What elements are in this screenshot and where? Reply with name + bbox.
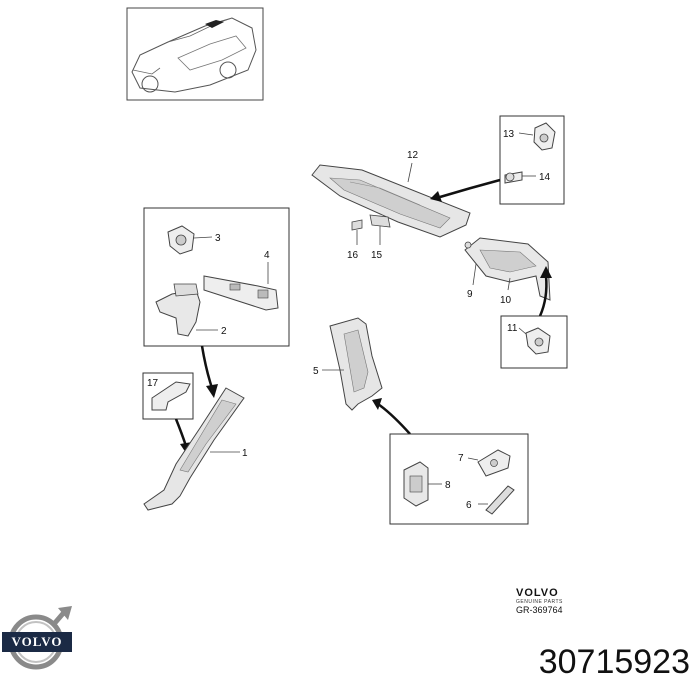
- callout-13: 13: [503, 129, 515, 140]
- callout-1: 1: [242, 448, 248, 459]
- callout-17: 17: [147, 378, 159, 389]
- callout-4: 4: [264, 250, 270, 261]
- callout-14: 14: [539, 172, 551, 183]
- arrow-17: [174, 418, 188, 447]
- detail-box-17: 17: [142, 372, 194, 420]
- detail-box-6-7-8: 7 8 6: [389, 433, 529, 525]
- panel-12: 12: [311, 150, 471, 238]
- pillar-trim-5: 5: [313, 317, 383, 411]
- arrow-head-12: [430, 191, 442, 202]
- arrow-head-1: [206, 384, 218, 398]
- part-number: 30715923: [538, 643, 690, 681]
- clips-15-16: 16 15: [347, 214, 391, 261]
- pillar-trim-1: 1: [143, 387, 248, 511]
- volvo-logo: VOLVO: [2, 606, 72, 670]
- callout-12: 12: [407, 150, 419, 161]
- diagram-reference: GR-369764: [516, 605, 563, 615]
- panel-9-10: 9 10: [464, 237, 551, 306]
- callout-6: 6: [466, 500, 472, 511]
- callout-15: 15: [371, 250, 383, 261]
- callout-3: 3: [215, 233, 221, 244]
- stamp-subtitle: GENUINE PARTS: [516, 599, 563, 605]
- callout-8: 8: [445, 480, 451, 491]
- callout-5: 5: [313, 366, 319, 377]
- logo-wordmark: VOLVO: [12, 634, 63, 649]
- detail-box-2-3-4: 3 4 2: [143, 207, 290, 347]
- arrow-9: [538, 275, 548, 317]
- arrow-head-5: [372, 398, 382, 410]
- detail-box-13-14: 13 14: [499, 115, 565, 205]
- arrow-head-9: [540, 266, 552, 278]
- arrow-5: [377, 402, 411, 435]
- arrow-12: [439, 178, 501, 199]
- car-thumbnail: [126, 7, 264, 101]
- arrow-1: [200, 345, 214, 389]
- callout-9: 9: [467, 289, 473, 300]
- callout-10: 10: [500, 295, 512, 306]
- detail-box-11: 11: [500, 315, 568, 369]
- callout-2: 2: [221, 326, 227, 337]
- callout-7: 7: [458, 453, 464, 464]
- genuine-parts-stamp: VOLVO GENUINE PARTS GR-369764: [516, 587, 563, 615]
- callout-11: 11: [507, 323, 518, 334]
- stamp-wordmark: VOLVO: [516, 587, 559, 599]
- callout-16: 16: [347, 250, 359, 261]
